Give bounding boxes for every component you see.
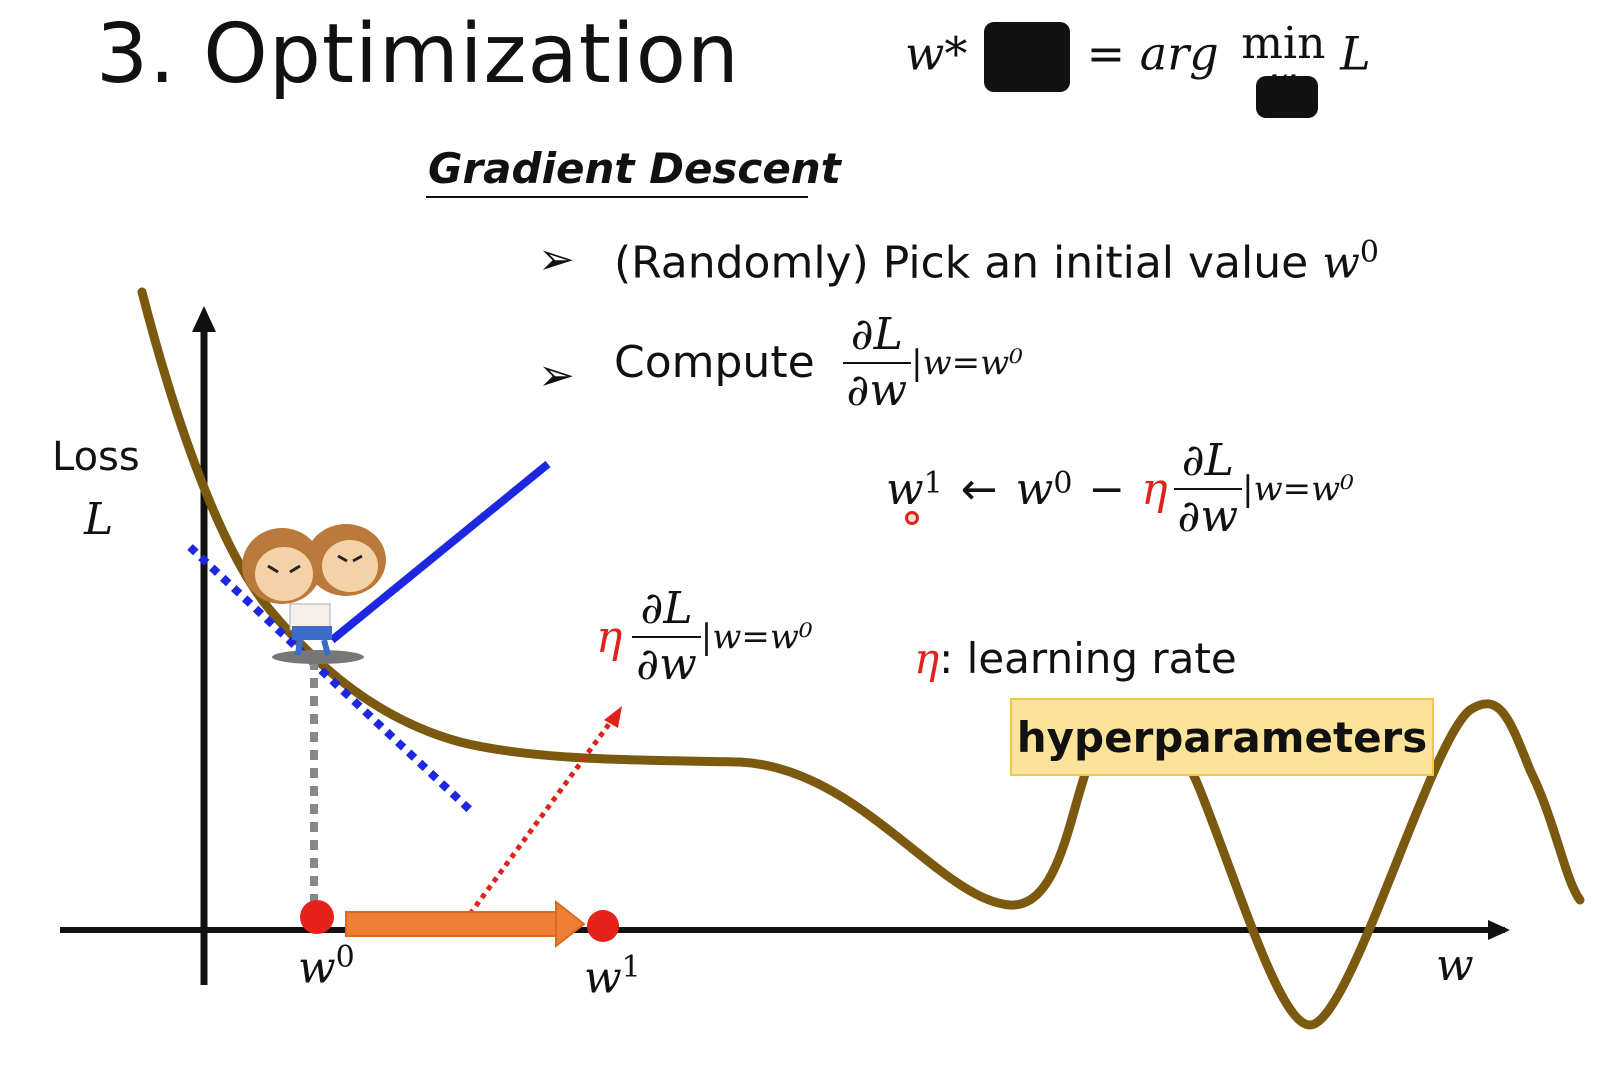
section-subtitle: Gradient Descent [428,144,841,193]
tangent-line [187,544,473,813]
redacted-block [984,22,1070,92]
y-axis-arrowhead [192,306,216,332]
step-dotted-arrowhead [604,706,622,728]
fraction-denominator: ∂w [846,365,908,417]
evaluation-bar: |w=w⁰ [1242,469,1354,510]
objective-eq: = [1086,26,1126,81]
bullet-1-text: (Randomly) Pick an initial value [614,237,1309,289]
lr-eta: η [914,634,940,683]
objective-min: min [1241,18,1326,69]
w0-point [300,900,334,934]
objective-arg: arg [1139,26,1219,81]
bullet-1-sup: 0 [1359,235,1379,270]
w1-label: w1 [584,950,641,1004]
fraction-numerator: ∂L [1181,435,1234,486]
bullet-2: Compute ∂L ∂w |w=w⁰ [614,309,1023,417]
hyperparameters-box: hyperparameters [1010,698,1434,776]
evaluation-bar: |w=w⁰ [700,617,813,658]
lr-text: : learning rate [939,634,1237,683]
step-arrow-head [555,899,586,949]
fraction-numerator: ∂L [640,583,693,634]
w1-var: w [584,952,622,1004]
step-arrow-body [345,911,559,937]
loss-curve [137,287,1585,1030]
x-axis-label: w [1436,940,1474,991]
bullet-2-text: Compute [614,337,815,389]
update-w0-sup: 0 [1053,466,1073,501]
update-minus: − [1088,463,1126,515]
bullet-arrow-icon: ➢ [538,350,575,401]
fraction-denominator: ∂w [636,639,697,691]
redacted-block-sub [1256,76,1318,118]
w1-sup: 1 [621,950,641,985]
evaluation-bar: |w=w⁰ [911,343,1023,384]
slide-title: 3. Optimization [96,7,740,102]
update-fraction: ∂L ∂w [1173,435,1243,543]
gradient-line [329,460,551,644]
step-dotted-line [467,718,615,916]
objective-formula: w* = arg min w L [905,22,1371,96]
bullet-2-fraction: ∂L ∂w [842,309,912,417]
y-axis-label: Loss [52,434,140,480]
subtitle-underline [426,196,808,198]
bullet-1-var: w [1322,237,1360,289]
y-axis-symbol: L [84,494,114,545]
w0-var: w [298,942,336,994]
update-w0: w [1015,463,1054,515]
w0-sup: 0 [335,940,355,975]
bullet-arrow-icon: ➢ [538,234,575,285]
update-lhs: w [886,463,924,515]
fraction-denominator: ∂w [1177,491,1239,543]
learning-rate-label: η: learning rate [914,634,1237,683]
update-arrow: ← [960,463,998,515]
step-fraction: ∂L ∂w [632,583,701,691]
objective-L: L [1340,26,1371,81]
w0-label: w0 [298,940,355,994]
x-axis-arrowhead [1488,920,1510,940]
monkey-mascot-icon [242,524,386,664]
update-lhs-sup: 1 [923,466,943,501]
laser-pointer [905,511,919,525]
objective-lhs: w* [905,26,968,81]
update-eta: η [1141,463,1168,515]
bullet-1: (Randomly) Pick an initial value w0 [614,238,1379,286]
w1-point [587,910,619,942]
fraction-numerator: ∂L [850,309,903,360]
step-eta: η [596,611,623,663]
step-label: η ∂L ∂w |w=w⁰ [596,583,813,691]
